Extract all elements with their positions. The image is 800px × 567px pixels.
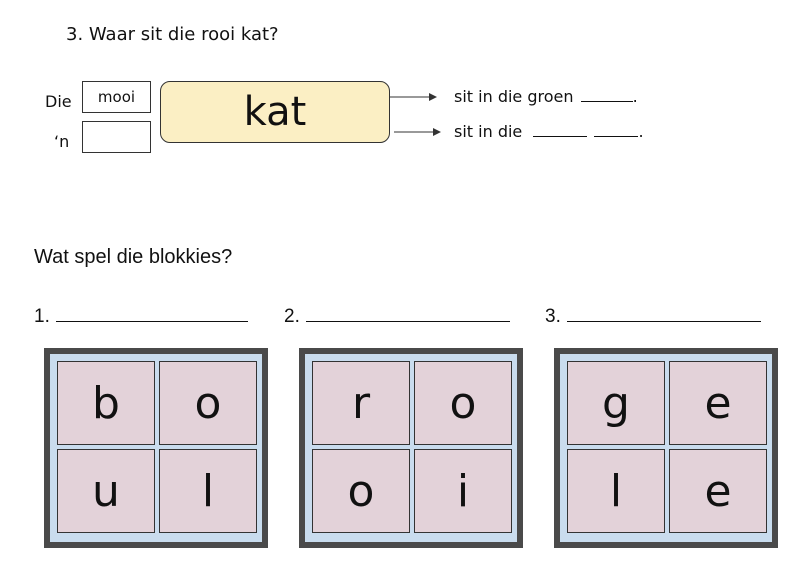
article-n: ‘n [54,132,70,151]
question-3-label: 3. Waar sit die rooi kat? [66,24,279,45]
section-title: Wat spel die blokkies? [34,246,233,268]
tile: o [159,361,257,445]
tile: o [312,449,410,533]
letter-block-3: g e l e [554,348,778,548]
letter-block-1-frame: b o u l [50,354,262,542]
noun-box: kat [160,81,390,143]
article-die: Die [45,92,72,111]
adjective-box-empty[interactable] [82,121,151,153]
answer-3-label: 3. [545,306,561,327]
phrase-1-text: sit in die groen [454,87,574,106]
phrase-1: sit in die groen . [454,87,638,106]
blank-2a[interactable] [533,122,588,137]
letter-block-2: r o o i [299,348,523,548]
letter-block-3-frame: g e l e [560,354,772,542]
letter-block-1: b o u l [44,348,268,548]
answer-2: 2. [284,305,510,328]
phrase-2-end: . [638,122,644,141]
phrase-1-end: . [632,87,638,106]
answer-1-line[interactable] [55,305,248,322]
answer-3: 3. [545,305,761,328]
tile: b [57,361,155,445]
tile: l [567,449,665,533]
phrase-2-text: sit in die [454,122,523,141]
tile: u [57,449,155,533]
answer-2-line[interactable] [305,305,510,322]
tile: l [159,449,257,533]
answer-3-line[interactable] [566,305,761,322]
tile: g [567,361,665,445]
tile: i [414,449,512,533]
answer-2-label: 2. [284,306,300,327]
tile: e [669,361,767,445]
answer-1-label: 1. [34,306,50,327]
arrows [390,93,441,136]
phrase-2: sit in die . [454,122,644,141]
tile: e [669,449,767,533]
answer-1: 1. [34,305,248,328]
noun-text: kat [243,89,307,135]
tile: r [312,361,410,445]
adjective-box-filled: mooi [82,81,151,113]
letter-block-2-frame: r o o i [305,354,517,542]
tile: o [414,361,512,445]
blank-1[interactable] [580,87,633,102]
blank-2b[interactable] [594,122,639,137]
